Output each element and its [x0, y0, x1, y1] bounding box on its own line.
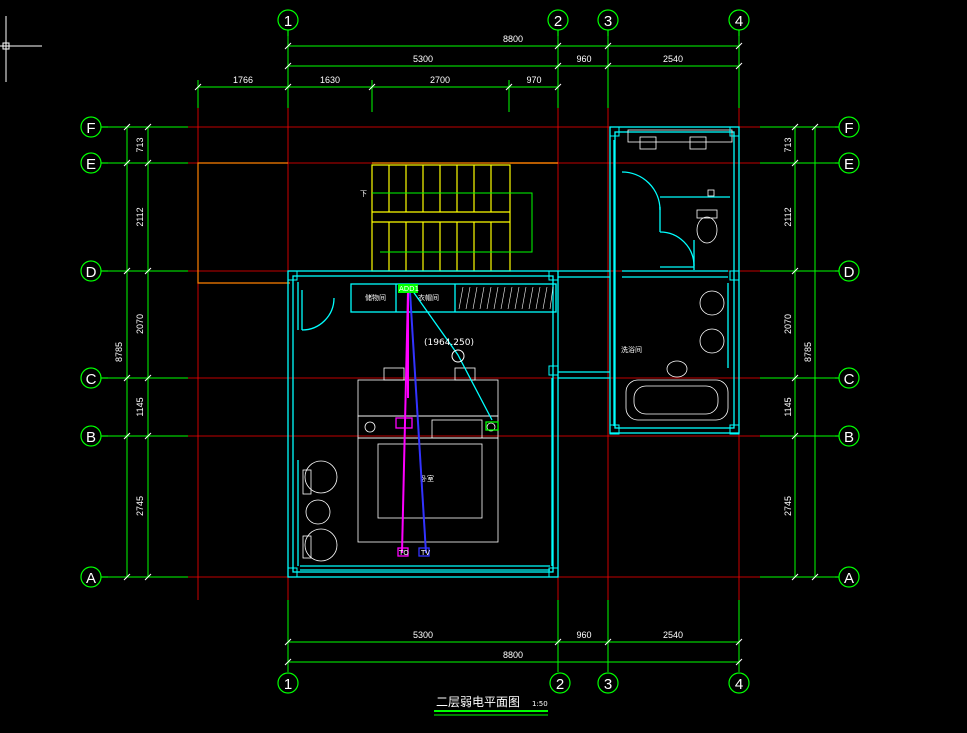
- stair-arrow: [372, 192, 533, 253]
- axis-label-A-right: A: [844, 570, 854, 587]
- drawing-title: 二层弱电平面图: [436, 695, 520, 709]
- dim-right-3: 2070: [783, 314, 793, 334]
- right-dimension-texts: 713 2112 2070 1145 2745 8785: [783, 137, 813, 516]
- axis-label-1-bottom: 1: [284, 676, 292, 693]
- device-elevation: (1964.250): [424, 338, 474, 348]
- row-bubbles-left: [80, 116, 108, 588]
- room-label-bedroom: 卧室: [420, 474, 434, 483]
- closet-hatching: [458, 286, 554, 310]
- device-label-to: TO: [398, 549, 409, 557]
- axis-label-E-left: E: [86, 156, 96, 173]
- dim-right-1: 713: [783, 137, 793, 152]
- bedroom-walls: [287, 270, 610, 578]
- dim-top-seg-3: 2540: [663, 54, 683, 64]
- column-bubbles-bottom: [277, 672, 750, 694]
- axis-label-1-top: 1: [284, 13, 292, 30]
- axis-label-4-top: 4: [735, 13, 743, 30]
- dim-top-seg-2: 960: [576, 54, 591, 64]
- dim-top-seg-1: 5300: [413, 54, 433, 64]
- axis-label-C-left: C: [86, 371, 97, 388]
- room-label-closet: 衣帽间: [418, 293, 439, 302]
- dim-left-3: 2070: [135, 314, 145, 334]
- dim-right-overall: 8785: [803, 342, 813, 362]
- dim-bottom-seg-3: 2540: [663, 630, 683, 640]
- axis-label-A-left: A: [86, 570, 96, 587]
- left-dimension-texts: 713 2112 2070 1145 2745 8785: [114, 137, 145, 516]
- dim-right-4: 1145: [783, 397, 793, 416]
- axis-label-B-left: B: [86, 429, 96, 446]
- device-label-tv: TV: [420, 549, 430, 557]
- axis-label-3-bottom: 3: [604, 676, 612, 693]
- bedroom-furniture: [302, 367, 499, 562]
- row-bubbles-right: [835, 116, 860, 588]
- dim-bottom-overall: 8800: [503, 650, 523, 660]
- dim-top-overall: 8800: [503, 34, 523, 44]
- bathroom-fixtures: [625, 129, 733, 421]
- crosshair-cursor: [0, 16, 42, 82]
- axis-label-C-right: C: [844, 371, 855, 388]
- dim-bottom-seg-1: 5300: [413, 630, 433, 640]
- axis-label-F-left: F: [86, 120, 95, 137]
- axis-label-2-bottom: 2: [556, 676, 564, 693]
- dim-top-sub-3: 2700: [430, 75, 450, 85]
- device-label-add: ADD1: [399, 285, 419, 293]
- dim-left-2: 2112: [135, 207, 145, 226]
- dim-left-5: 2745: [135, 496, 145, 516]
- dim-left-1: 713: [135, 137, 145, 152]
- stair-label: 下: [360, 190, 367, 198]
- axis-label-D-left: D: [86, 264, 97, 281]
- dim-top-sub-4: 970: [526, 75, 541, 85]
- dimension-ticks: [123, 42, 819, 666]
- dim-right-2: 2112: [783, 207, 793, 226]
- dim-top-sub-2: 1630: [320, 75, 340, 85]
- axis-label-D-right: D: [844, 264, 855, 281]
- dim-left-overall: 8785: [114, 342, 124, 362]
- balcony-outline: [197, 162, 558, 284]
- title-underline: [434, 710, 548, 716]
- column-bubbles-top: [277, 9, 750, 36]
- dim-top-sub-1: 1766: [233, 75, 253, 85]
- cable-runs: [401, 289, 493, 554]
- dim-left-4: 1145: [135, 397, 145, 416]
- axis-label-3-top: 3: [604, 13, 612, 30]
- staircase: [371, 164, 511, 272]
- axis-label-B-right: B: [844, 429, 854, 446]
- drawing-scale: 1:50: [532, 700, 548, 708]
- axis-label-E-right: E: [844, 156, 854, 173]
- room-label-storage: 储物间: [365, 293, 386, 302]
- dim-bottom-seg-2: 960: [576, 630, 591, 640]
- device-symbols: [395, 284, 499, 557]
- axis-label-2-top: 2: [554, 13, 562, 30]
- axis-label-4-bottom: 4: [735, 676, 743, 693]
- room-label-bath: 洗浴间: [621, 345, 642, 354]
- columns: [287, 126, 740, 578]
- dim-right-5: 2745: [783, 496, 793, 516]
- axis-label-F-right: F: [844, 120, 853, 137]
- bathroom-walls: [609, 126, 740, 434]
